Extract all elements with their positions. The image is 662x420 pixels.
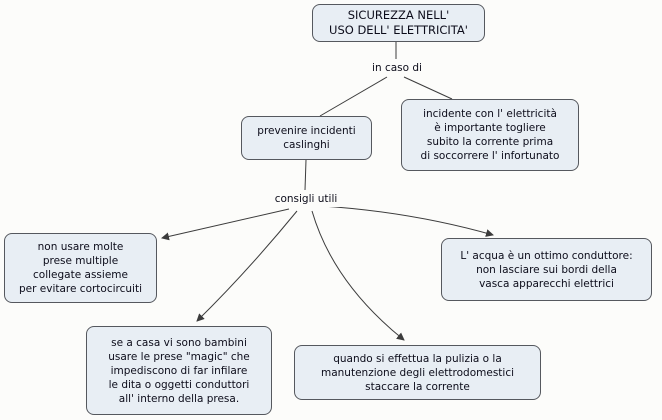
link-consigli-to-pulizia [311,210,405,341]
link-in-caso-di-to-prevenire [319,76,388,117]
concept-node-pulizia-elettrodomestici[interactable]: quando si effettua la pulizia o la manut… [294,345,541,400]
link-label-in-caso-di[interactable]: in caso di [366,61,428,76]
link-consigli-to-acqua [321,205,494,237]
concept-node-prese-magic[interactable]: se a casa vi sono bambini usare le prese… [86,326,272,415]
concept-node-incidente-corrente[interactable]: incidente con l' elettricità è important… [401,99,579,171]
concept-node-prevenire-incidenti[interactable]: prevenire incidenti caslinghi [241,116,372,160]
concept-node-title[interactable]: SICUREZZA NELL' USO DELL' ELETTRICITA' [312,4,485,42]
concept-node-acqua-conduttore[interactable]: L' acqua è un ottimo conduttore: non las… [441,238,652,301]
link-label-consigli-utili[interactable]: consigli utili [268,192,344,207]
link-prevenire-to-consigli [304,159,307,191]
link-consigli-to-prese-multiple [161,208,290,241]
link-in-caso-di-to-incidente [403,76,453,100]
concept-node-prese-multiple[interactable]: non usare molte prese multiple collegate… [4,233,157,303]
link-consigli-to-prese-magic [196,210,298,322]
